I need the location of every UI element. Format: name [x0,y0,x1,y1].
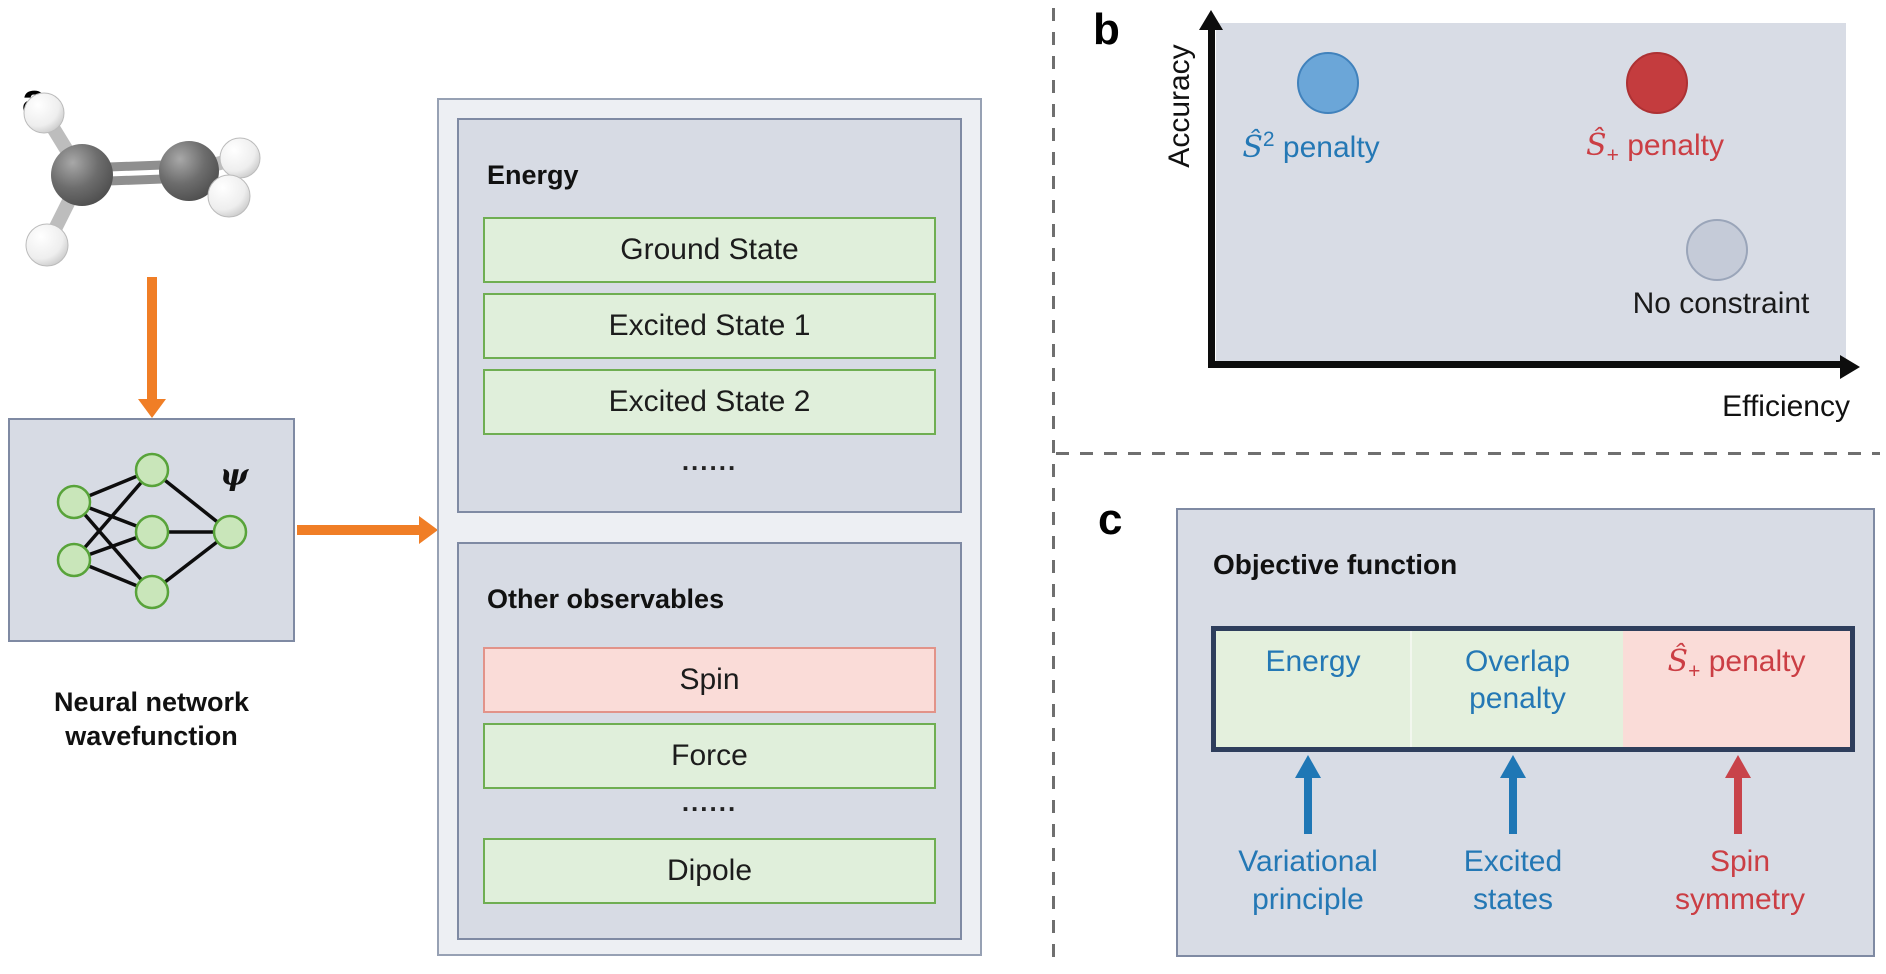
term-energy: Energy [1216,631,1410,747]
row-force: Force [483,723,936,789]
no-constraint-dot [1686,219,1748,281]
variational-arrow [1304,776,1312,834]
x-axis-arrow-icon [1840,355,1860,379]
y-axis-arrow-icon [1199,10,1223,30]
spin-symmetry-note: Spin symmetry [1675,845,1805,916]
nn-caption-line2: wavefunction [65,721,238,751]
row-ground-state: Ground State [483,217,936,283]
observables-box: Other observables Spin Force ...... Dipo… [457,542,962,940]
observables-title: Other observables [487,584,725,614]
outputs-box: Energy Ground State Excited State 1 Exci… [437,98,982,956]
row-spin: Spin [483,647,936,713]
x-axis-label: Efficiency [1722,390,1850,423]
vertical-divider [1052,8,1055,964]
excited-arrow [1509,776,1517,834]
right-arrow-head-icon [419,516,438,544]
excited-states-note: Excited states [1463,845,1563,916]
molecule-graphic [23,92,261,267]
s2-penalty-dot [1297,52,1359,114]
row-excited-state-1: Excited State 1 [483,293,936,359]
x-axis [1208,361,1842,368]
s2-penalty-label: Ŝ2 penalty [1242,128,1380,165]
energy-box: Energy Ground State Excited State 1 Exci… [457,118,962,513]
objective-terms-bar: Energy Overlap penalty Ŝ+ penalty [1211,626,1855,752]
row-excited-state-2: Excited State 2 [483,369,936,435]
row-dipole: Dipole [483,838,936,904]
variational-principle-note: Variational principle [1238,845,1378,916]
splus-penalty-label: Ŝ+ penalty [1586,128,1724,167]
horizontal-divider [1056,452,1880,455]
term-splus-penalty: Ŝ+ penalty [1623,631,1850,747]
splus-penalty-dot [1626,52,1688,114]
y-axis [1208,26,1215,368]
down-arrow [147,277,157,399]
spin-arrow-icon [1725,755,1751,778]
energy-title: Energy [487,160,579,190]
panel-c-label: c [1098,495,1123,544]
observables-ellipsis: ...... [681,787,738,817]
psi-symbol: ψ [220,458,249,493]
right-arrow [297,525,419,535]
neural-network-graphic [56,452,248,610]
energy-ellipsis: ...... [681,446,738,476]
nn-caption: Neural network wavefunction [8,685,295,753]
down-arrow-head-icon [138,399,166,418]
variational-arrow-icon [1295,755,1321,778]
excited-arrow-icon [1500,755,1526,778]
spin-arrow [1734,776,1742,834]
term-overlap-penalty: Overlap penalty [1410,631,1623,747]
panel-b-label: b [1093,5,1120,54]
objective-function-title: Objective function [1213,549,1458,580]
no-constraint-label: No constraint [1632,287,1810,320]
nn-caption-line1: Neural network [53,687,250,717]
